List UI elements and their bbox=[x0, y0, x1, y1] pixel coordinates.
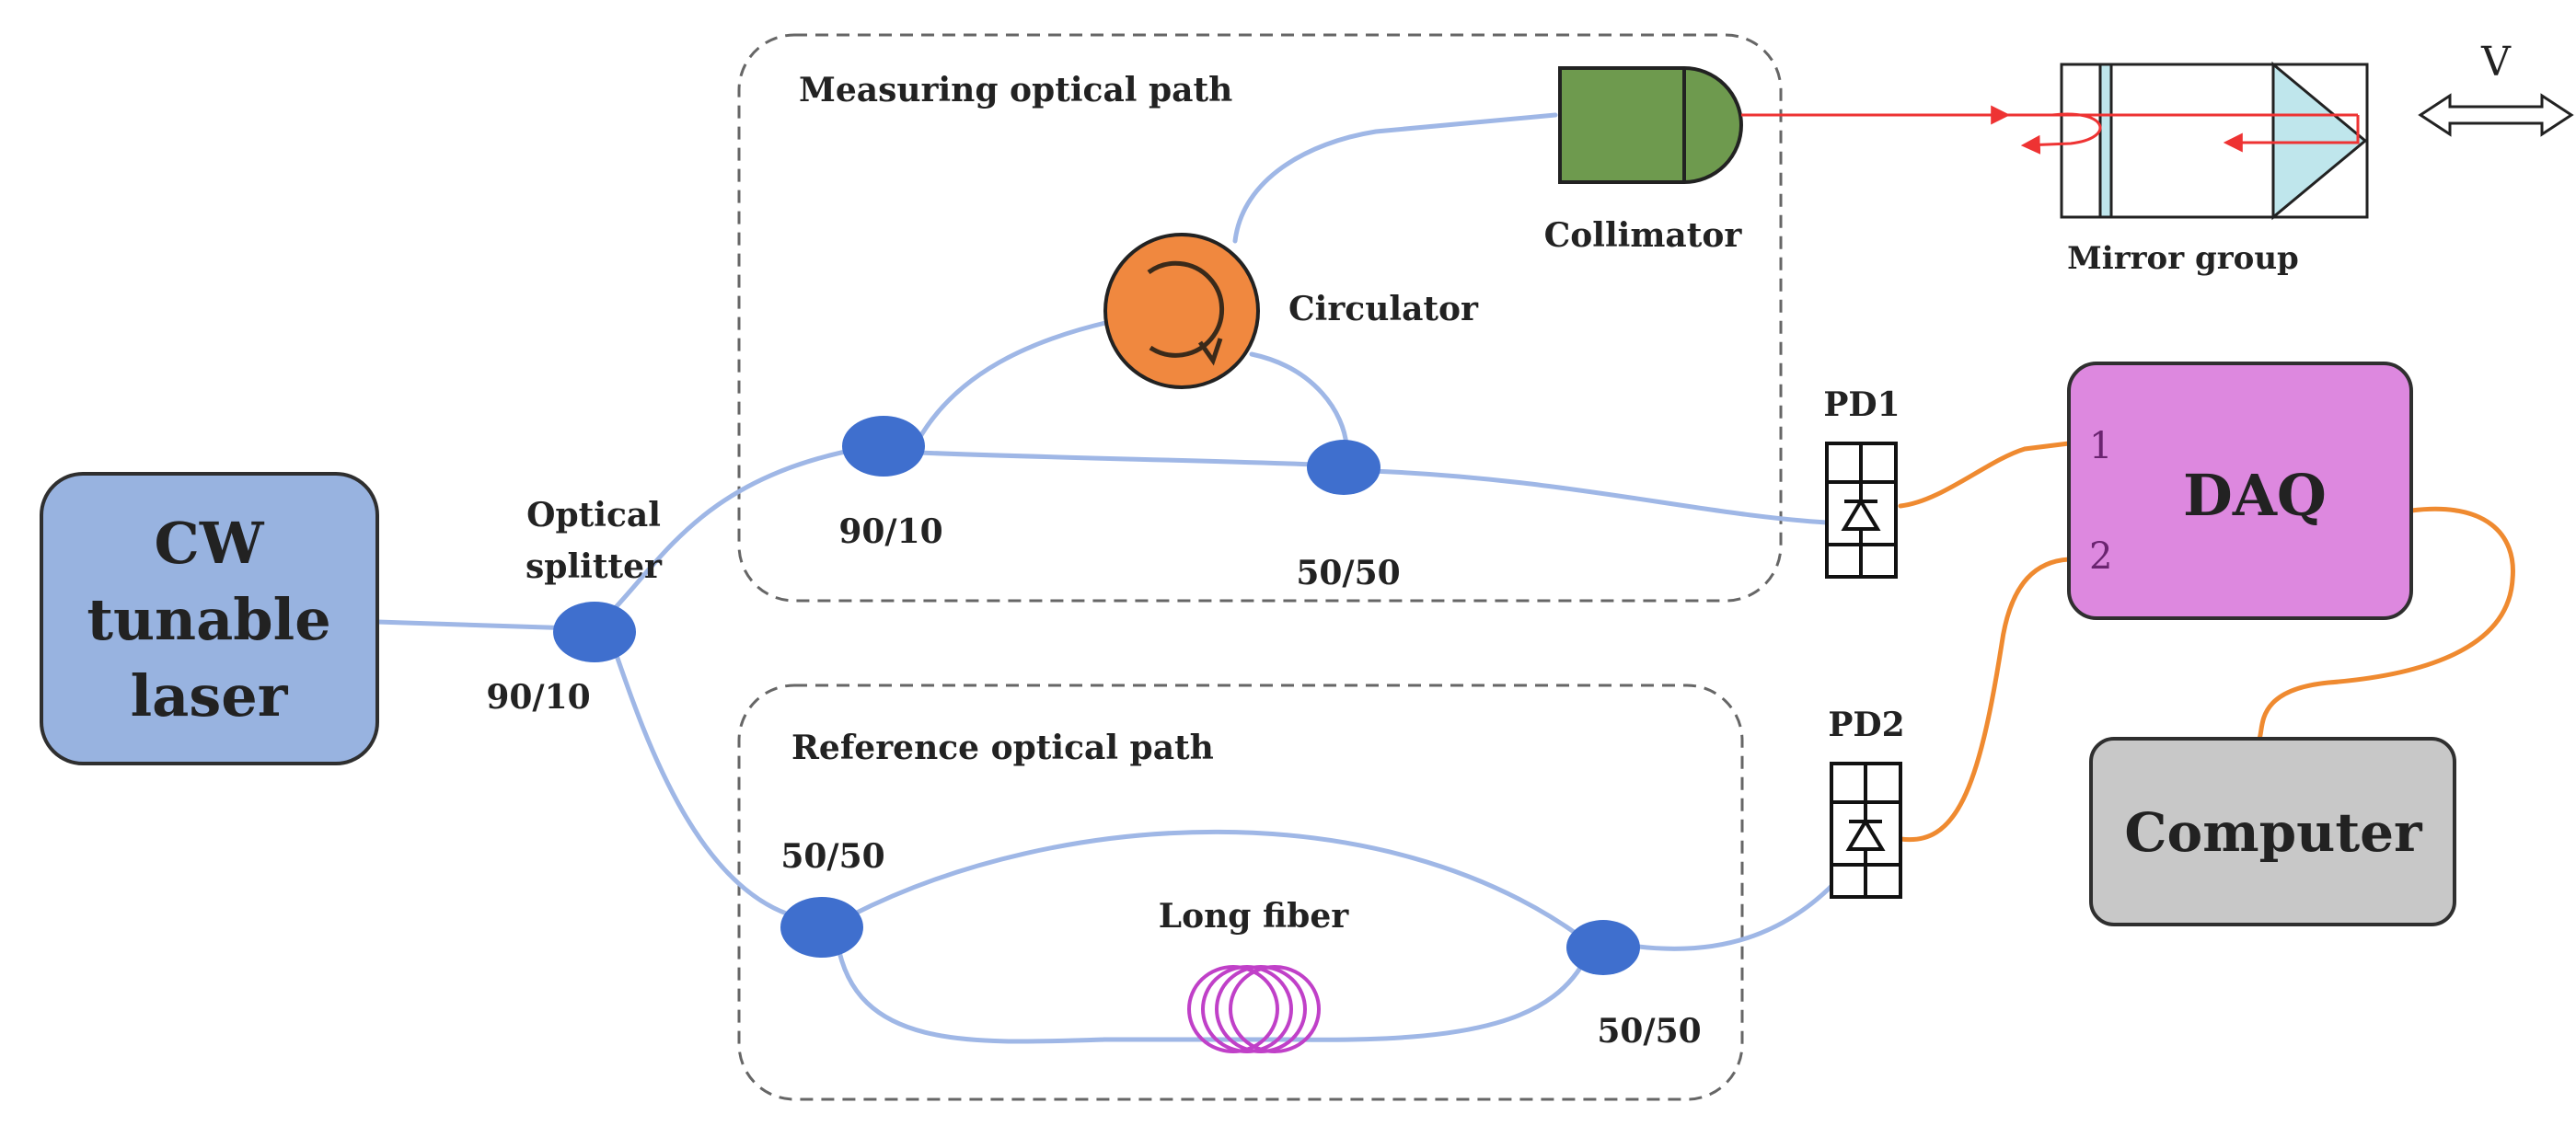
fiber-ref-lower-arm bbox=[835, 940, 1590, 1044]
reference-path-title: Reference optical path bbox=[791, 729, 1214, 767]
splitter-coupler bbox=[553, 602, 636, 662]
laser-label-line2: tunable bbox=[87, 586, 330, 653]
computer: Computer bbox=[2089, 737, 2456, 926]
beam-reference-reflection bbox=[2020, 112, 2102, 155]
reference-path-box bbox=[737, 684, 1744, 1101]
reference-coupler-1: 50/50 bbox=[780, 837, 885, 958]
daq-label: DAQ bbox=[2183, 462, 2327, 529]
fiber-coupler-to-pd1 bbox=[1369, 468, 1830, 525]
pd2-label: PD2 bbox=[1828, 706, 1904, 744]
fiber-coupler-to-circulator bbox=[916, 319, 1112, 442]
splitter-label-line2: splitter bbox=[526, 547, 663, 586]
splitter-ratio: 90/10 bbox=[486, 678, 590, 717]
measuring-coupler-1-ratio: 90/10 bbox=[838, 512, 942, 551]
computer-label: Computer bbox=[2124, 801, 2423, 864]
beam-retro-return bbox=[2223, 115, 2360, 153]
circulator-arrow-icon bbox=[1147, 260, 1225, 358]
wire-pd2-to-daq bbox=[1898, 557, 2072, 843]
pd1-diode-icon bbox=[1841, 498, 1881, 531]
pd2-diode-icon bbox=[1845, 818, 1886, 851]
long-fiber-coil: Long fiber bbox=[1159, 897, 1349, 1053]
pd1-label: PD1 bbox=[1823, 385, 1900, 424]
daq-port-2: 2 bbox=[2089, 535, 2112, 578]
bidirectional-motion-arrow-icon bbox=[2418, 93, 2574, 137]
wire-daq-to-computer bbox=[2257, 506, 2515, 741]
fiber-ref-upper-arm bbox=[849, 829, 1586, 941]
reference-coupler-2: 50/50 bbox=[1566, 920, 1702, 1051]
collimator: Collimator bbox=[1544, 66, 1743, 255]
circulator-label: Circulator bbox=[1288, 290, 1479, 328]
daq-port-1: 1 bbox=[2089, 425, 2112, 467]
fiber-circulator-to-collimator bbox=[1232, 112, 1558, 244]
splitter-label-line1: Optical bbox=[526, 496, 661, 534]
optical-splitter: Optical splitter 90/10 bbox=[486, 496, 663, 717]
velocity-label: V bbox=[2480, 39, 2512, 86]
daq-unit: DAQ 1 2 bbox=[2067, 362, 2413, 620]
reference-coupler-2-ratio: 50/50 bbox=[1597, 1012, 1701, 1051]
laser-label-line1: CW bbox=[155, 510, 265, 577]
mirror-group: Mirror group V bbox=[2060, 39, 2574, 277]
beam-splitter-plate bbox=[2098, 63, 2113, 219]
measuring-coupler-1: 90/10 bbox=[838, 416, 943, 551]
measuring-coupler-2-ratio: 50/50 bbox=[1296, 554, 1400, 592]
mirror-group-label: Mirror group bbox=[2067, 240, 2299, 277]
measuring-path-box bbox=[737, 33, 1783, 603]
fiber-splitter-to-measuring bbox=[600, 445, 866, 624]
measuring-path-title: Measuring optical path bbox=[799, 71, 1232, 109]
collimator-label: Collimator bbox=[1544, 216, 1743, 255]
fiber-splitter-to-reference bbox=[609, 639, 813, 923]
photodetector-2: PD2 bbox=[1828, 706, 1905, 899]
fiber-circulator-to-coupler bbox=[1249, 351, 1349, 448]
long-fiber-label: Long fiber bbox=[1159, 897, 1349, 936]
circulator: Circulator bbox=[1103, 233, 1479, 389]
reference-coupler-1-ratio: 50/50 bbox=[780, 837, 884, 876]
wire-pd1-to-daq bbox=[1898, 441, 2072, 509]
cw-tunable-laser: CW tunable laser bbox=[40, 472, 379, 765]
measuring-coupler-2: 50/50 bbox=[1296, 440, 1401, 592]
retroreflector-prism bbox=[2271, 61, 2368, 221]
fiber-laser-to-splitter bbox=[375, 619, 578, 631]
laser-label-line3: laser bbox=[131, 662, 289, 730]
electrical-wires bbox=[1898, 441, 2515, 843]
laser-beams bbox=[1741, 105, 2360, 155]
photodetector-1: PD1 bbox=[1823, 385, 1900, 579]
fiber-coupler-to-coupler-measuring bbox=[916, 450, 1319, 467]
